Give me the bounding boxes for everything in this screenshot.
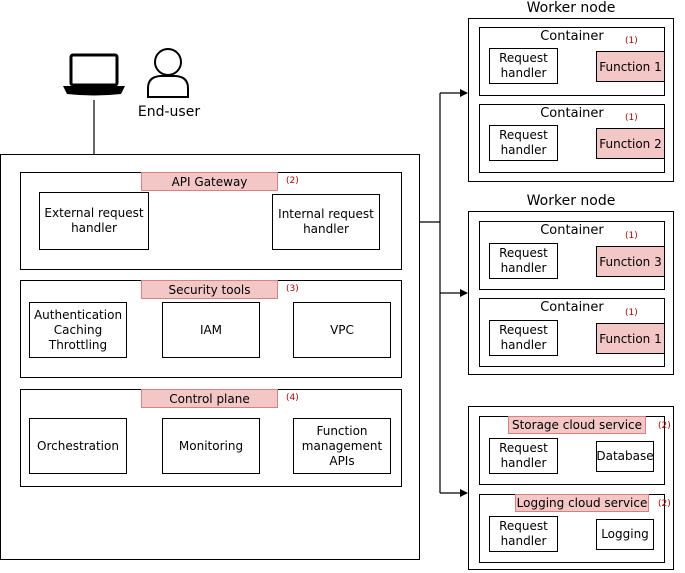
worker-node-title: Worker node	[526, 193, 616, 209]
container-ref: (1)	[625, 308, 638, 318]
monitoring-box: Monitoring	[162, 418, 260, 474]
api-gateway-ref: (2)	[286, 176, 299, 186]
container-ref: (1)	[625, 113, 638, 123]
auth-caching-throttling: Authentication Caching Throttling	[29, 302, 127, 358]
user-icon	[147, 48, 189, 98]
laptop-icon	[63, 53, 125, 96]
container-ref: (1)	[625, 36, 638, 46]
orchestration-box: Orchestration	[29, 418, 127, 474]
api-gateway-title: API Gateway	[141, 172, 278, 191]
function-box: Function 1	[596, 51, 665, 82]
iam-box: IAM	[162, 302, 260, 358]
function-management-apis-box: Function management APIs	[293, 418, 391, 474]
request-handler: Request handler	[489, 438, 558, 474]
logging-box: Logging	[596, 519, 654, 550]
logging-service-title: Logging cloud service	[515, 494, 649, 512]
storage-service-ref: (2)	[658, 421, 671, 431]
internal-request-handler: Internal request handler	[272, 194, 380, 250]
request-handler: Request handler	[489, 48, 558, 84]
request-handler: Request handler	[489, 243, 558, 279]
logging-service-ref: (2)	[658, 499, 671, 509]
container-ref: (1)	[625, 231, 638, 241]
container-title: Container	[540, 300, 604, 315]
end-user-label: End-user	[137, 104, 201, 120]
request-handler: Request handler	[489, 125, 558, 161]
container-title: Container	[540, 106, 604, 121]
security-tools-ref: (3)	[286, 284, 299, 294]
external-request-handler: External request handler	[39, 192, 149, 250]
vpc-box: VPC	[293, 302, 391, 358]
security-tools-title: Security tools	[141, 280, 278, 299]
request-handler: Request handler	[489, 516, 558, 552]
function-box: Function 3	[596, 246, 665, 277]
container-title: Container	[540, 29, 604, 44]
database-box: Database	[596, 441, 654, 472]
function-box: Function 2	[596, 128, 665, 159]
control-plane-ref: (4)	[286, 393, 299, 403]
request-handler: Request handler	[489, 320, 558, 356]
function-box: Function 1	[596, 323, 665, 354]
container-title: Container	[540, 223, 604, 238]
worker-node-title: Worker node	[526, 0, 616, 16]
storage-service-title: Storage cloud service	[508, 416, 646, 434]
control-plane-title: Control plane	[141, 389, 278, 408]
